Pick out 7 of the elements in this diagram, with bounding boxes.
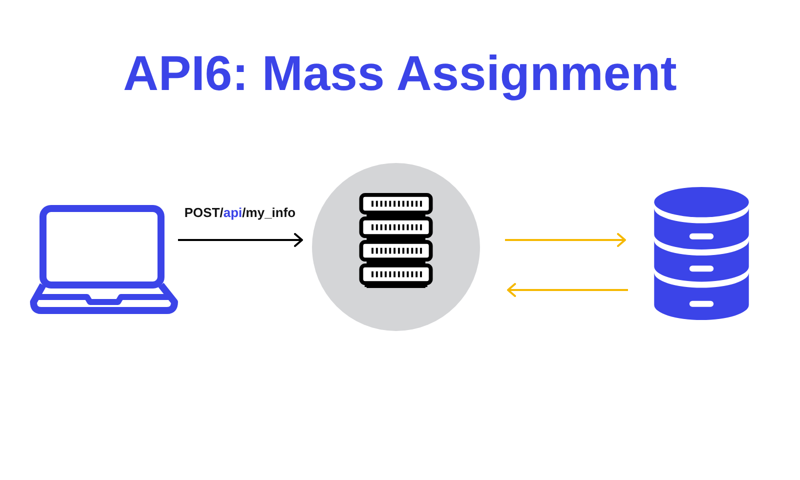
laptop-icon <box>30 205 178 314</box>
database-icon <box>653 186 750 321</box>
edge-label: POST/api/my_info <box>184 205 296 221</box>
arrow <box>505 233 626 247</box>
arrow <box>507 283 628 297</box>
title: API6: Mass Assignment <box>123 46 677 103</box>
arrow <box>178 233 303 247</box>
